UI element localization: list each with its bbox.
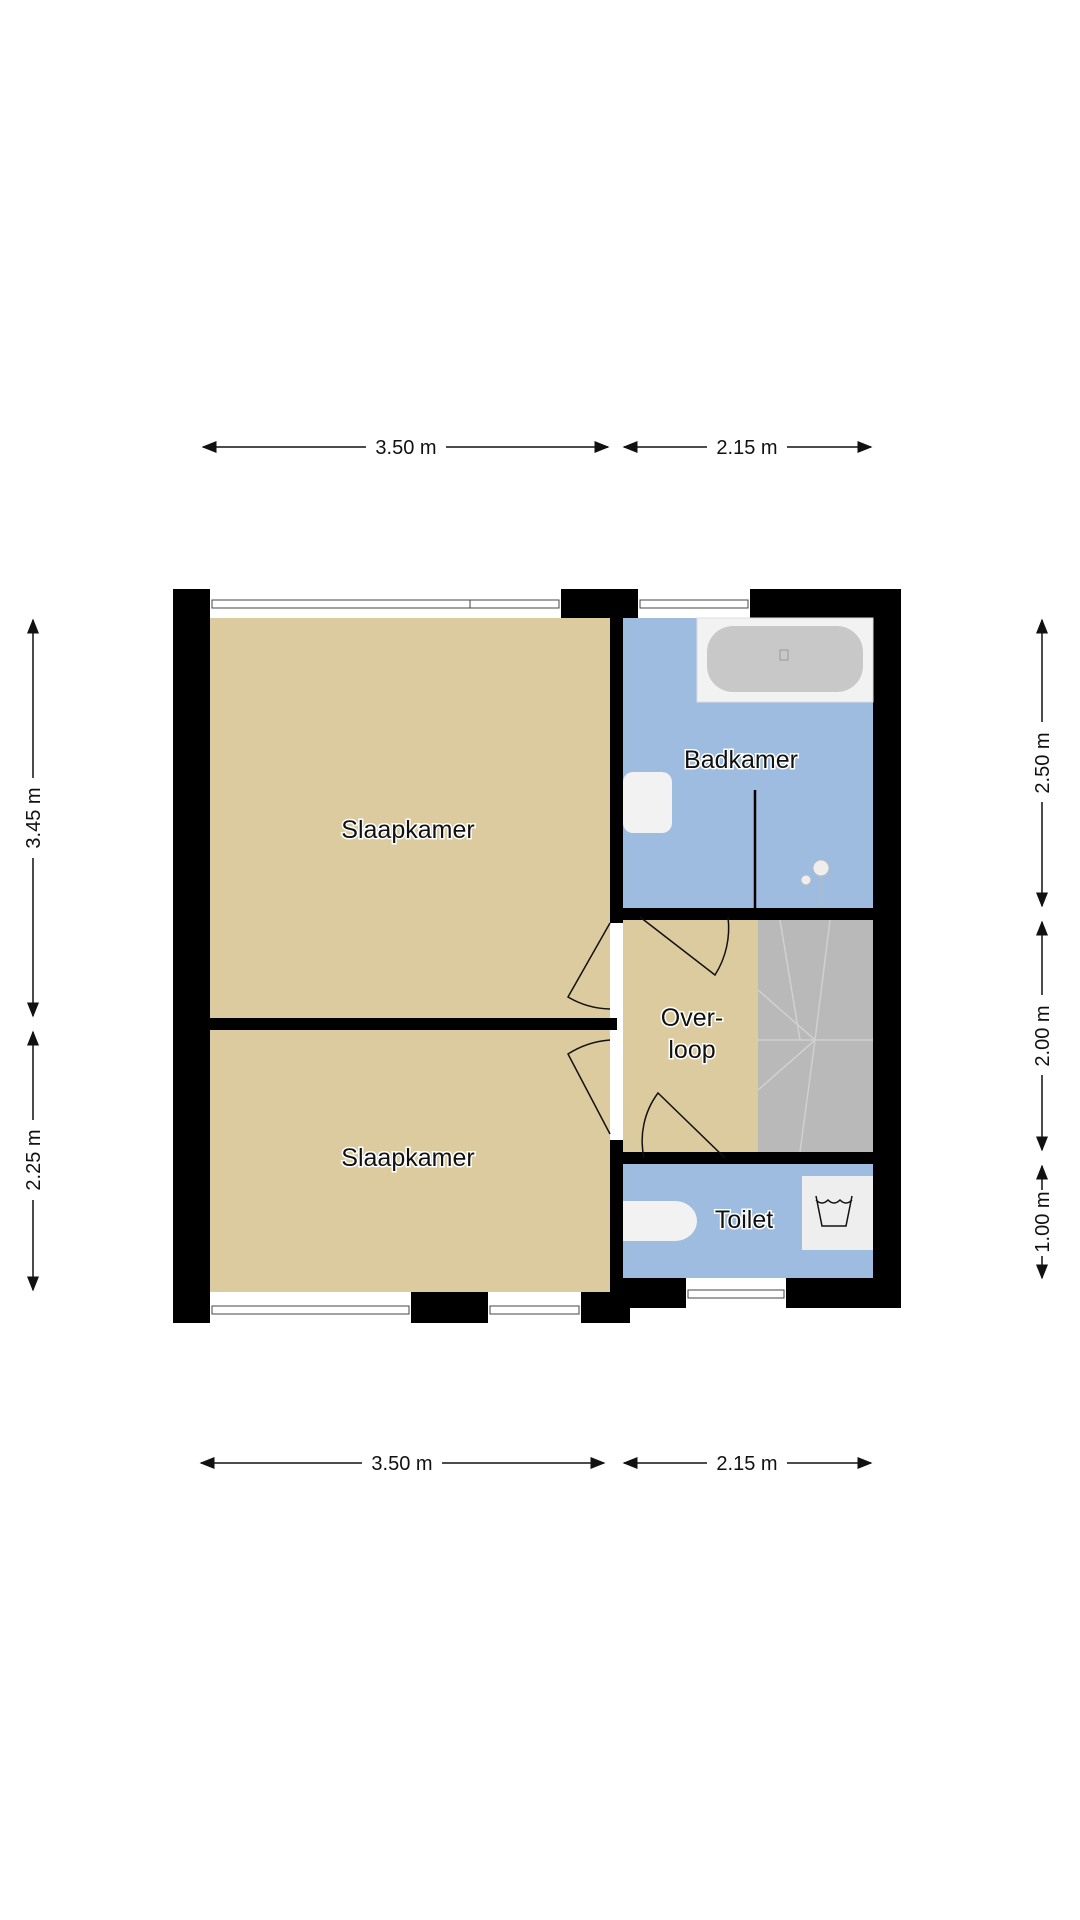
dimension-left-lower: 2.25 m xyxy=(23,1129,45,1190)
stair-steps xyxy=(757,919,873,1153)
room-label-bedroom-2: Slaapkamer xyxy=(341,1144,474,1172)
dimension-top-left: 3.50 m xyxy=(375,437,436,459)
dimension-bottom-left: 3.50 m xyxy=(371,1453,432,1475)
dimension-right-lower: 1.00 m xyxy=(1032,1191,1054,1252)
windows xyxy=(211,599,785,1315)
dimension-right-middle: 2.00 m xyxy=(1032,1005,1054,1066)
dimension-right-upper: 2.50 m xyxy=(1032,732,1054,793)
washing-machine xyxy=(802,1176,873,1250)
room-label-bedroom-1: Slaapkamer xyxy=(341,816,474,844)
toilet-bowl xyxy=(623,1201,697,1241)
room-label-bathroom: Badkamer xyxy=(684,746,798,774)
doors xyxy=(566,916,730,1159)
bathtub xyxy=(696,617,874,703)
washbasin xyxy=(623,772,672,833)
dimension-left-upper: 3.45 m xyxy=(23,787,45,848)
walls xyxy=(173,589,901,1323)
room-label-toilet: Toilet xyxy=(715,1206,773,1234)
room-label-landing-line1: Over- xyxy=(661,1004,724,1032)
room-label-landing-line2: loop xyxy=(668,1036,715,1064)
bedroom-2-floor xyxy=(201,1030,610,1292)
dimension-top-right: 2.15 m xyxy=(716,437,777,459)
landing-floor xyxy=(623,920,758,1152)
bedroom-1-floor xyxy=(201,618,610,1018)
shower-head xyxy=(800,859,830,906)
dimension-bottom-right: 2.15 m xyxy=(716,1453,777,1475)
